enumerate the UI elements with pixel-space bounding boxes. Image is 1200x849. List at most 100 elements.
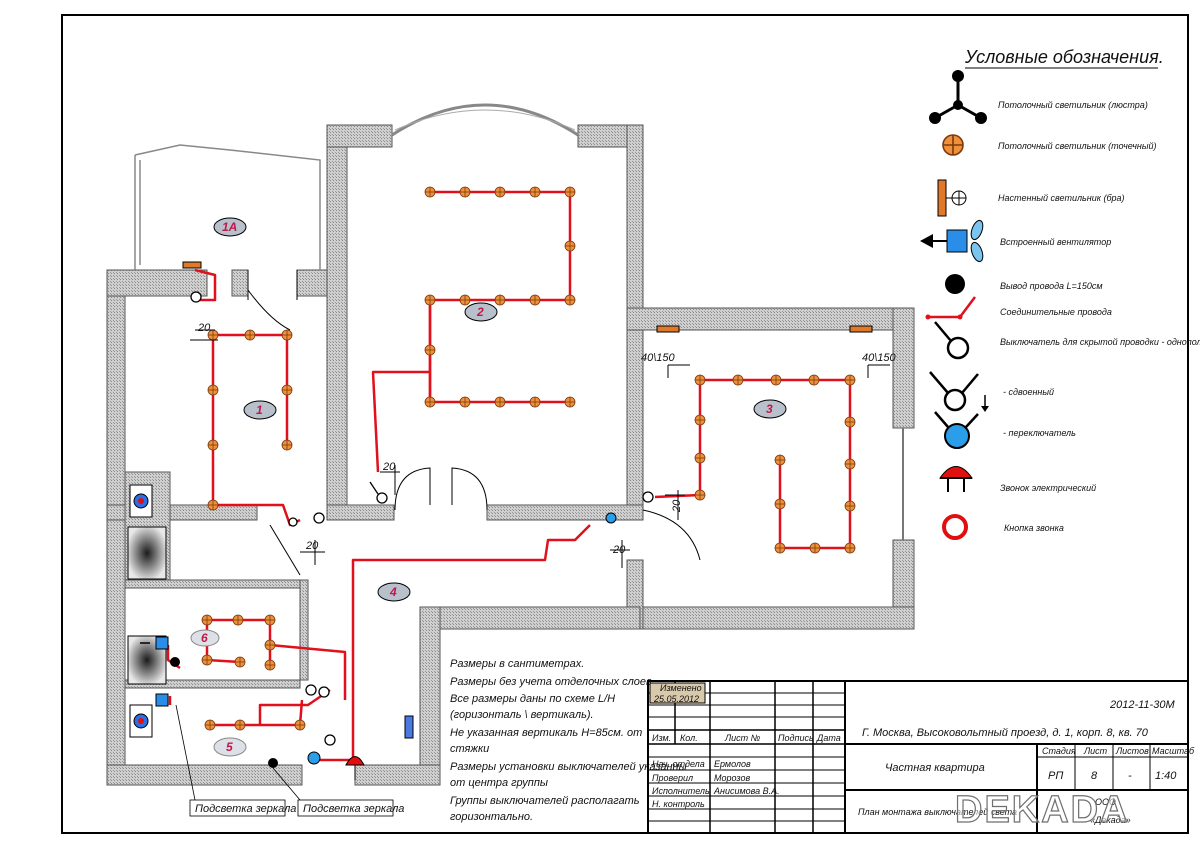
spot-light-icon xyxy=(459,294,471,306)
spot-light-icon xyxy=(281,384,293,396)
dim-room3-door: 20 xyxy=(671,499,683,513)
spot-light-icon xyxy=(234,656,246,668)
spot-light-icon xyxy=(844,416,856,428)
switch-double-icon xyxy=(929,371,989,412)
company-line2: «Декада» xyxy=(1090,815,1131,825)
spot-light-icon xyxy=(564,186,576,198)
spot-light-icon xyxy=(774,498,786,510)
note-line: горизонтально. xyxy=(450,811,533,823)
object-name: Частная квартира xyxy=(885,762,985,774)
spot-light-icon xyxy=(494,186,506,198)
legend-switch-toggle-label: - переключатель xyxy=(1003,428,1076,438)
change-stamp xyxy=(649,682,706,704)
spot-light-icon xyxy=(844,374,856,386)
bell-button-icon xyxy=(942,514,968,540)
mirror-callouts xyxy=(175,704,394,817)
spot-light-icon xyxy=(529,186,541,198)
col-list: Лист № xyxy=(724,733,761,743)
sheet-label: Лист xyxy=(1083,746,1108,756)
scale-value: 1:40 xyxy=(1155,770,1177,782)
col-date: Дата xyxy=(816,733,841,743)
note-line: стяжки xyxy=(450,743,489,755)
title-block xyxy=(647,680,1189,834)
sheet-value: 8 xyxy=(1091,770,1098,782)
sconces xyxy=(182,261,873,739)
spot-light-icon xyxy=(942,134,964,156)
balcony-outline xyxy=(134,144,321,270)
spot-light-icon xyxy=(808,374,820,386)
dim-room2: 20 xyxy=(382,461,396,473)
col-kol: Кол. xyxy=(680,733,698,743)
col-izm: Изм. xyxy=(652,733,671,743)
spot-light-icon xyxy=(264,614,276,626)
spot-light-icon xyxy=(564,396,576,408)
note-line: (горизонталь \ вертикаль). xyxy=(450,709,594,721)
sheet-title: План монтажа выключателей света xyxy=(858,807,1017,817)
spot-light-icon xyxy=(424,344,436,356)
spot-light-icon xyxy=(459,396,471,408)
door-bell xyxy=(345,756,365,780)
spot-light-icon xyxy=(281,439,293,451)
spot-light-icon xyxy=(264,639,276,651)
general-notes: Размеры в сантиметрах. Размеры без учета… xyxy=(450,658,687,823)
toggle-switches xyxy=(307,512,617,765)
spot-light-icon xyxy=(204,719,216,731)
spot-light-icon xyxy=(844,458,856,470)
spot-light-icon xyxy=(424,294,436,306)
note-line: от центра группы xyxy=(450,777,548,789)
legend-title: Условные обозначения. xyxy=(964,47,1164,67)
room-label-6: 6 xyxy=(201,631,208,645)
spot-light-icon xyxy=(694,489,706,501)
spot-light-icon xyxy=(294,719,306,731)
dimension-marks xyxy=(190,329,890,568)
spot-light-icon xyxy=(844,500,856,512)
room-label-2: 2 xyxy=(476,305,484,319)
spot-light-icon xyxy=(694,452,706,464)
spot-light-icon xyxy=(694,414,706,426)
dim-sconce-left: 40\150 xyxy=(641,352,676,364)
sheet-frame xyxy=(61,14,1189,834)
switches xyxy=(190,291,654,746)
name-check: Морозов xyxy=(714,773,751,783)
legend-spot-label: Потолочный светильник (точечный) xyxy=(998,141,1156,151)
legend-sconce-label: Настенный светильник (бра) xyxy=(998,193,1125,203)
spot-light-icon xyxy=(564,240,576,252)
spot-light-icon xyxy=(234,719,246,731)
spot-light-icon xyxy=(774,542,786,554)
col-sign: Подпись xyxy=(778,733,814,743)
room-label-1a: 1А xyxy=(222,220,237,234)
change-date: 25.05.2012 xyxy=(653,694,699,704)
spot-light-icon xyxy=(207,499,219,511)
mirror-callout-b: Подсветка зеркала xyxy=(303,803,404,815)
legend-switch-single-label: Выключатель для скрытой проводки - одноп… xyxy=(1000,337,1200,347)
legend-wire-out-label: Вывод провода L=150см xyxy=(1000,281,1103,291)
spot-light-icon xyxy=(264,659,276,671)
stage-value: РП xyxy=(1048,770,1063,782)
role-exec: Исполнитель xyxy=(652,786,710,796)
note-line: Все размеры даны по схеме L/H xyxy=(450,693,615,705)
legend-fan-label: Встроенный вентилятор xyxy=(1000,237,1111,247)
doc-code: 2012-11-30М xyxy=(1109,699,1175,711)
wire-outputs xyxy=(170,657,278,768)
role-norm: Н. контроль xyxy=(652,799,705,809)
spot-light-icon xyxy=(459,186,471,198)
dim-hall: 20 xyxy=(612,544,626,556)
spot-light-icon xyxy=(207,439,219,451)
walls xyxy=(106,124,915,786)
spot-light-icon xyxy=(201,614,213,626)
spot-light-icon xyxy=(424,396,436,408)
spot-light-icon xyxy=(207,384,219,396)
company-line1: ООО xyxy=(1095,797,1116,807)
dim-room1: 20 xyxy=(197,322,211,334)
legend-bell-button-label: Кнопка звонка xyxy=(1004,523,1064,533)
bell-icon xyxy=(939,466,973,492)
sconce-icon xyxy=(937,179,967,217)
scale-label: Масштаб xyxy=(1152,746,1195,756)
note-line: Размеры установки выключателей указанны xyxy=(450,761,687,773)
legend-switch-double-label: - сдвоенный xyxy=(1003,387,1054,397)
fan-icon xyxy=(920,219,984,263)
spot-light-icon xyxy=(770,374,782,386)
role-head: Нач. отдела xyxy=(652,759,705,769)
sheets-label: Листов xyxy=(1115,746,1149,756)
